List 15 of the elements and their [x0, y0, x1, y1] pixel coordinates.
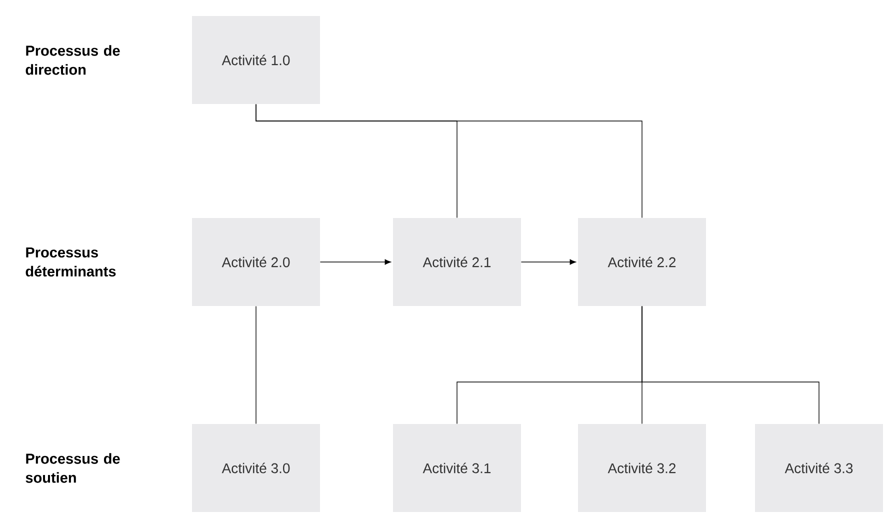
activity-box: Activité 3.0	[192, 424, 320, 512]
connector	[520, 259, 576, 265]
activity-box: Activité 3.2	[578, 424, 706, 512]
row-label: Processus déterminants	[26, 247, 116, 277]
activity-box: Activité 2.1	[393, 218, 521, 306]
activity-box: Activité 3.1	[393, 424, 521, 512]
row-label: Processus de direction	[26, 45, 120, 75]
connector	[256, 104, 642, 218]
connector	[642, 306, 820, 424]
row-label: Processus de soutien	[26, 453, 120, 483]
connector	[320, 259, 391, 265]
activity-box: Activité 2.2	[578, 218, 706, 306]
activity-box: Activité 3.3	[755, 424, 883, 512]
activity-box: Activité 1.0	[192, 16, 320, 104]
activity-box: Activité 2.0	[192, 218, 320, 306]
